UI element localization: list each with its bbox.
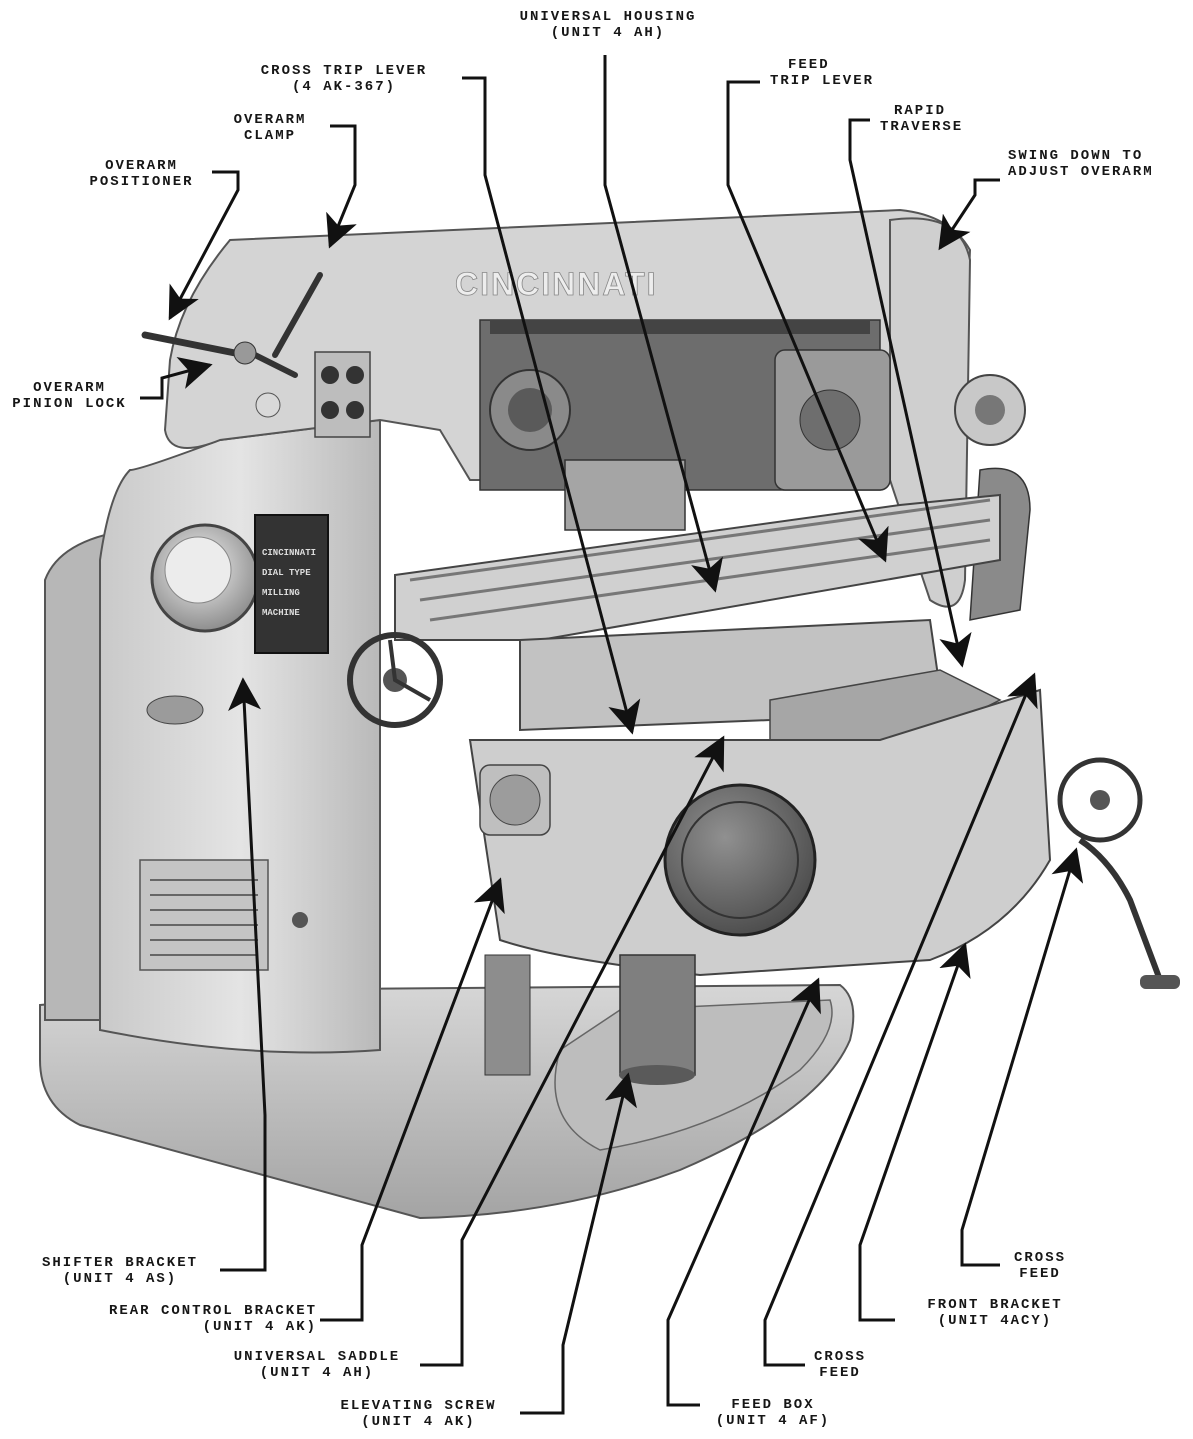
label-overarm-pinion-lock-line2: PINION LOCK bbox=[12, 396, 127, 412]
instruction-plate bbox=[254, 514, 329, 654]
leader-cross-trip-lever bbox=[462, 76, 641, 735]
label-universal-housing-line1: UNIVERSAL HOUSING bbox=[519, 9, 697, 25]
label-feed-box: FEED BOX (UNIT 4 AF) bbox=[703, 1397, 843, 1429]
label-shifter-bracket-line1: SHIFTER BRACKET bbox=[41, 1255, 199, 1271]
label-cross-trip-lever-line1: CROSS TRIP LEVER bbox=[260, 63, 428, 79]
label-front-bracket-line2: (UNIT 4ACY) bbox=[937, 1313, 1053, 1329]
label-elevating-screw-line1: ELEVATING SCREW bbox=[340, 1398, 497, 1414]
label-overarm-positioner-line2: POSITIONER bbox=[89, 174, 194, 190]
leader-elevating-screw bbox=[520, 1072, 637, 1415]
elevating-crank bbox=[1078, 837, 1163, 982]
overarm-rail bbox=[490, 320, 870, 334]
label-universal-saddle-line2: (UNIT 4 AH) bbox=[259, 1365, 375, 1381]
push-button-panel bbox=[314, 351, 371, 438]
label-feed-trip-lever-line1: FEED bbox=[788, 57, 830, 73]
label-swing-down-line2: ADJUST OVERARM bbox=[1008, 164, 1154, 180]
label-overarm-pinion-lock-line1: OVERARM bbox=[33, 380, 106, 396]
label-universal-saddle: UNIVERSAL SADDLE (UNIT 4 AH) bbox=[212, 1349, 422, 1381]
leader-feed-box bbox=[666, 977, 821, 1407]
leader-cross-feed-right bbox=[960, 847, 1084, 1267]
svg-text:DIAL TYPE: DIAL TYPE bbox=[262, 568, 311, 578]
svg-text:MACHINE: MACHINE bbox=[262, 608, 300, 618]
leader-overarm-positioner bbox=[168, 170, 240, 321]
label-cross-trip-lever: CROSS TRIP LEVER (4 AK-367) bbox=[229, 63, 459, 95]
label-feed-trip-lever: FEED TRIP LEVER bbox=[770, 57, 874, 89]
overarm-clamp-handle bbox=[272, 272, 323, 358]
label-swing-down: SWING DOWN TO ADJUST OVERARM bbox=[1008, 148, 1154, 180]
leader-rapid-traverse bbox=[848, 118, 972, 668]
label-overarm-clamp-line2: CLAMP bbox=[243, 128, 296, 144]
cross-feed-handwheel bbox=[1057, 757, 1143, 843]
overarm-positioner-handle bbox=[141, 331, 249, 359]
label-front-bracket-line1: FRONT BRACKET bbox=[927, 1297, 1063, 1313]
label-feed-box-line2: (UNIT 4 AF) bbox=[715, 1413, 831, 1429]
label-shifter-bracket-line2: (UNIT 4 AS) bbox=[62, 1271, 178, 1287]
label-rapid-traverse-line2: TRAVERSE bbox=[880, 119, 964, 135]
leader-universal-saddle bbox=[420, 735, 725, 1367]
label-swing-down-line1: SWING DOWN TO bbox=[1008, 148, 1144, 164]
label-feed-box-line1: FEED BOX bbox=[731, 1397, 815, 1413]
label-rapid-traverse: RAPID TRAVERSE bbox=[880, 103, 963, 135]
label-cross-feed-right-line1: CROSS bbox=[1013, 1250, 1066, 1266]
louver-panel bbox=[139, 859, 269, 971]
leader-universal-housing bbox=[603, 55, 723, 593]
label-rapid-traverse-line1: RAPID bbox=[894, 103, 947, 119]
label-cross-feed-lower: CROSS FEED bbox=[805, 1349, 875, 1381]
label-elevating-screw-line2: (UNIT 4 AK) bbox=[361, 1414, 476, 1430]
label-universal-housing: UNIVERSAL HOUSING (UNIT 4 AH) bbox=[503, 9, 713, 41]
label-front-bracket: FRONT BRACKET (UNIT 4ACY) bbox=[900, 1297, 1090, 1329]
label-rear-control-bracket-line1: REAR CONTROL BRACKET bbox=[108, 1303, 317, 1319]
label-cross-feed-right: CROSS FEED bbox=[1005, 1250, 1075, 1282]
feed-box-cover bbox=[663, 783, 817, 937]
label-elevating-screw: ELEVATING SCREW (UNIT 4 AK) bbox=[316, 1398, 521, 1430]
label-cross-feed-lower-line1: CROSS bbox=[813, 1349, 866, 1365]
table-handwheel bbox=[347, 632, 443, 728]
label-cross-feed-lower-line2: FEED bbox=[819, 1365, 861, 1381]
label-shifter-bracket: SHIFTER BRACKET (UNIT 4 AS) bbox=[20, 1255, 220, 1287]
label-universal-housing-line2: (UNIT 4 AH) bbox=[550, 25, 666, 41]
label-overarm-clamp: OVERARM CLAMP bbox=[210, 112, 330, 144]
label-overarm-positioner-line1: OVERARM bbox=[105, 158, 178, 174]
label-rear-control-bracket: REAR CONTROL BRACKET (UNIT 4 AK) bbox=[30, 1303, 317, 1335]
svg-text:CINCINNATI: CINCINNATI bbox=[262, 548, 316, 558]
label-overarm-positioner: OVERARM POSITIONER bbox=[74, 158, 209, 190]
shifter-handle bbox=[146, 695, 204, 725]
label-overarm-pinion-lock: OVERARM PINION LOCK bbox=[2, 380, 137, 412]
label-universal-saddle-line1: UNIVERSAL SADDLE bbox=[233, 1349, 401, 1365]
svg-text:MILLING: MILLING bbox=[262, 588, 300, 598]
leader-overarm-pinion-lock bbox=[140, 356, 213, 400]
leader-cross-feed-lower bbox=[763, 672, 1038, 1367]
leader-overarm-clamp bbox=[326, 124, 357, 249]
leader-front-bracket bbox=[858, 942, 971, 1322]
label-rear-control-bracket-line2: (UNIT 4 AK) bbox=[202, 1319, 317, 1335]
nameplate-text: CINCINNATI bbox=[455, 266, 658, 302]
label-feed-trip-lever-line2: TRIP LEVER bbox=[770, 73, 875, 89]
elevating-screw bbox=[619, 954, 696, 1076]
leader-feed-trip-lever bbox=[726, 80, 889, 563]
leader-rear-control-bracket bbox=[320, 877, 505, 1322]
leader-shifter-bracket bbox=[220, 677, 267, 1272]
label-cross-feed-right-line2: FEED bbox=[1019, 1266, 1061, 1282]
leader-swing-down bbox=[938, 178, 1000, 251]
label-overarm-clamp-line1: OVERARM bbox=[233, 112, 307, 128]
label-cross-trip-lever-line2: (4 AK-367) bbox=[291, 79, 396, 95]
footstock bbox=[564, 459, 686, 531]
worktable bbox=[394, 493, 1001, 641]
